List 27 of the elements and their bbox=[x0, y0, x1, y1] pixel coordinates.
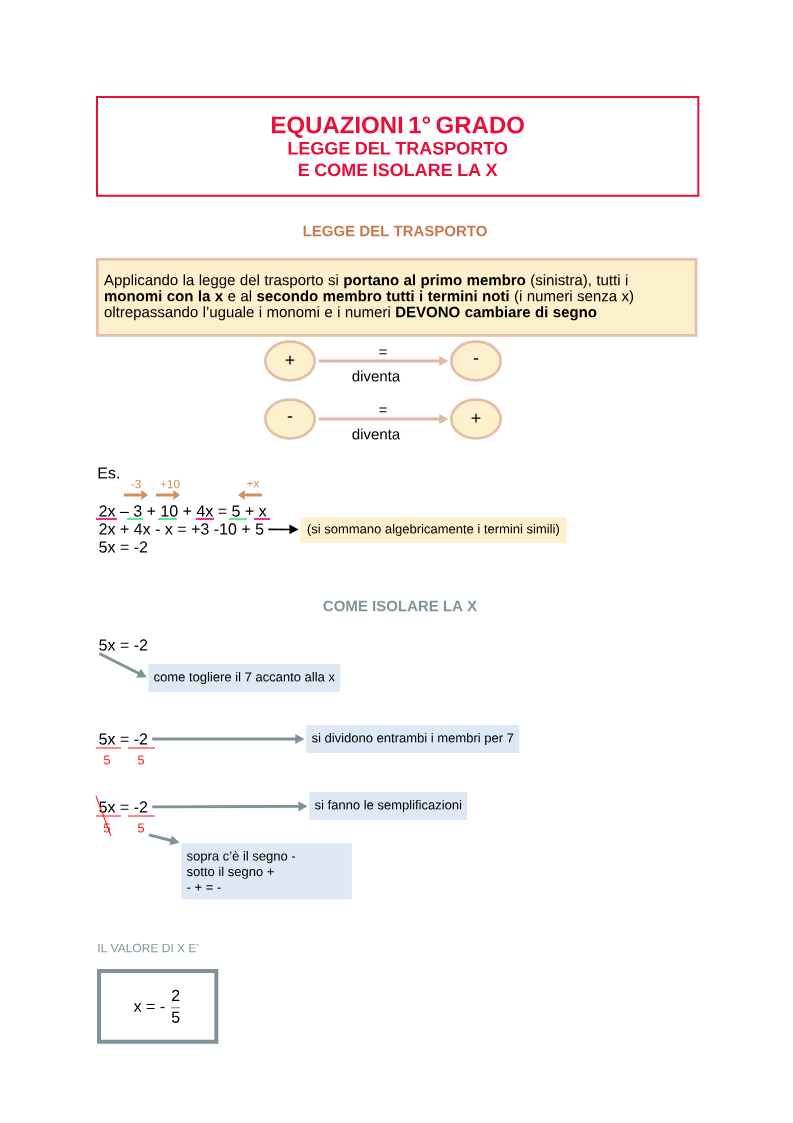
section-heading: LEGGE DEL TRASPORTO bbox=[303, 225, 487, 237]
section-heading: IL VALORE DI X E’ bbox=[98, 943, 199, 953]
equation-text: 5x = -2 bbox=[99, 801, 148, 813]
edge-label: = bbox=[379, 407, 387, 413]
edge-label: = bbox=[379, 349, 387, 355]
denominator-number: 5 bbox=[103, 755, 111, 765]
note-box: si fanno le semplificazioni bbox=[309, 791, 468, 821]
equation-text: 5x = -2 bbox=[99, 733, 148, 745]
note-box: come togliere il 7 accanto alla x bbox=[148, 663, 341, 693]
term-label: +x bbox=[247, 480, 260, 488]
section-heading: COME ISOLARE LA X bbox=[323, 600, 477, 612]
equation-text: 2x + 4x - x = +3 -10 + 5 bbox=[99, 523, 264, 535]
arrow-caption: diventa bbox=[352, 370, 401, 382]
note-box: sopra c’è il segno - sotto il segno + - + = - bbox=[181, 843, 352, 900]
term-label: -3 bbox=[131, 479, 141, 489]
note-box: (si sommano algebricamente i termini simili) bbox=[300, 517, 567, 543]
note-box: si dividono entrambi i membri per 7 bbox=[306, 724, 520, 754]
arrow-caption: diventa bbox=[352, 428, 401, 440]
equation-text: 2x – 3 + 10 + 4x = 5 + x bbox=[99, 505, 267, 517]
equation-text: 5x = -2 bbox=[99, 541, 148, 553]
term-label: +10 bbox=[160, 479, 180, 489]
denominator-number: 5 bbox=[137, 823, 145, 833]
example-label: Es. bbox=[98, 467, 119, 479]
equation-text: 5x = -2 bbox=[99, 639, 148, 651]
title-box: EQUAZIONI 1° GRADO LEGGE DEL TRASPORTO E COME ISOLARE LA X bbox=[96, 96, 700, 197]
result-box: x = - 2 5 bbox=[97, 969, 219, 1044]
denominator-number: 5 bbox=[137, 755, 145, 765]
